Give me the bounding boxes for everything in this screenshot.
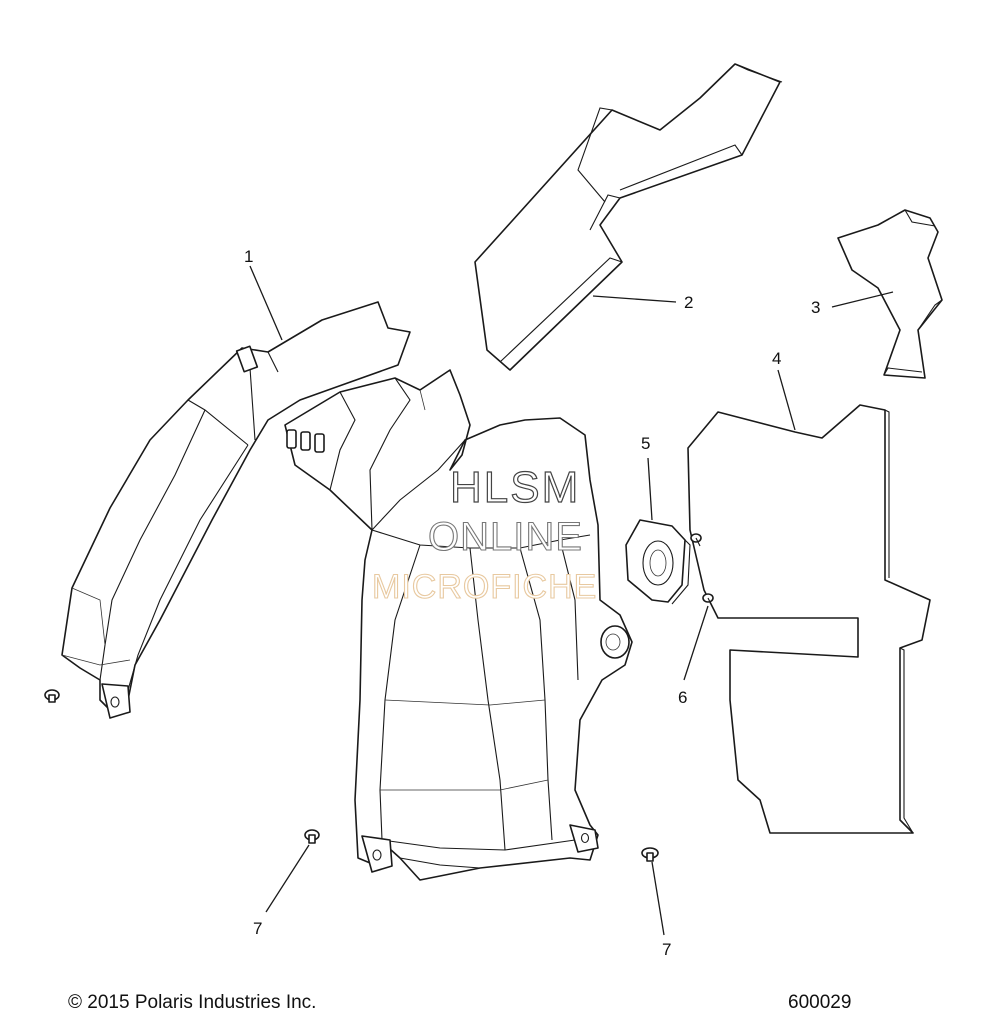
callout-7-right: 7 xyxy=(662,940,671,959)
part-1-fender xyxy=(61,301,411,719)
watermark: HLSM ONLINE MICROFICHE xyxy=(371,462,597,606)
leader-lines xyxy=(249,265,894,936)
fastener-left xyxy=(44,689,60,703)
callout-1: 1 xyxy=(244,247,253,266)
callout-2: 2 xyxy=(684,293,693,312)
part-2-insulation-pad xyxy=(474,63,783,371)
part-7-fasteners xyxy=(44,689,659,862)
fastener-center xyxy=(304,829,320,844)
callout-labels: 1 2 3 4 5 6 7 7 xyxy=(244,247,820,959)
part-6-clips xyxy=(690,533,714,607)
part-3-small-pad xyxy=(837,209,943,379)
callout-7-left: 7 xyxy=(253,919,262,938)
callout-6: 6 xyxy=(678,688,687,707)
callout-5: 5 xyxy=(641,434,650,453)
diagram-number: 600029 xyxy=(788,992,851,1013)
copyright-text: © 2015 Polaris Industries Inc. xyxy=(68,992,316,1013)
main-shroud xyxy=(284,369,633,881)
watermark-line1: HLSM xyxy=(450,463,580,512)
part-4-insulation-panel xyxy=(687,404,931,834)
watermark-line3: MICROFICHE xyxy=(372,568,597,606)
callout-4: 4 xyxy=(772,349,781,368)
callout-3: 3 xyxy=(811,298,820,317)
part-5-grommet xyxy=(625,519,691,605)
watermark-line2: ONLINE xyxy=(428,515,583,559)
fastener-right xyxy=(641,847,659,862)
